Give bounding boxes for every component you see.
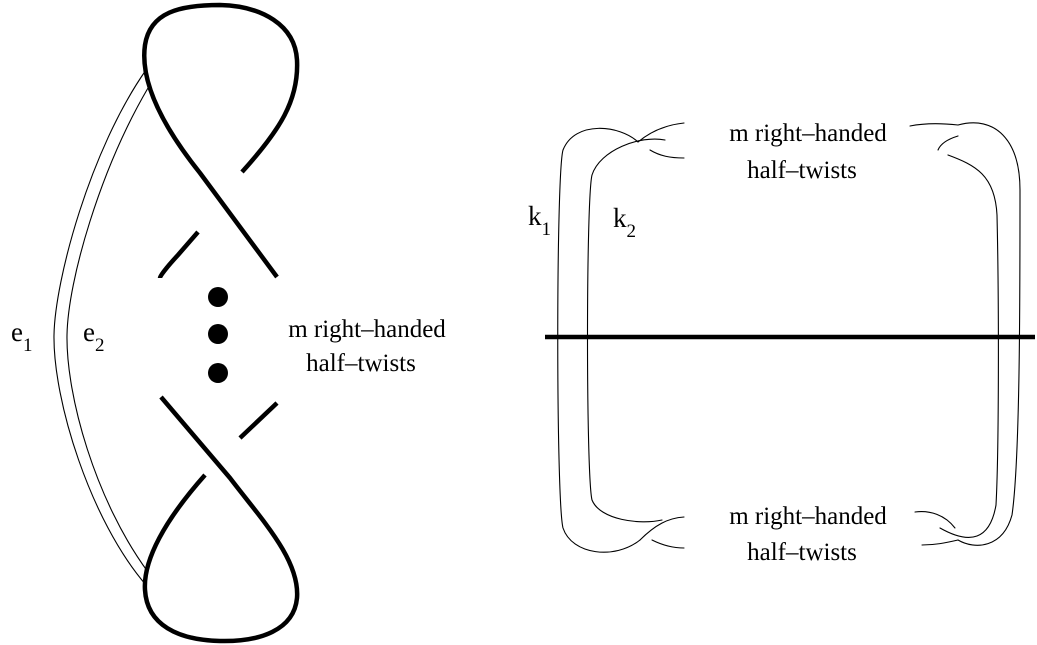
knot-k1-right-strand xyxy=(957,122,1021,546)
bottom-twist-label-line2: half–twists xyxy=(747,539,857,566)
edge-e2-base: e xyxy=(83,317,95,347)
knot-k1-label: k1 xyxy=(528,201,551,240)
knot-k2-left-strand xyxy=(586,138,666,523)
bottom-twist-label-line1: m right–handed xyxy=(729,503,887,530)
bottom-loop-strand xyxy=(142,395,300,644)
top-twist-label-line2: half–twists xyxy=(747,157,857,184)
knot-k1-base: k xyxy=(528,201,542,231)
left-twisted-knot-diagram: e1 e2 m right–handed half–twists xyxy=(11,2,446,644)
edge-e2-label: e2 xyxy=(83,317,104,356)
knot-k1-subscript: 1 xyxy=(542,219,552,240)
edge-e1 xyxy=(53,69,147,586)
top-twist-label-line1: m right–handed xyxy=(729,120,887,147)
edge-e1-base: e xyxy=(11,317,23,347)
bottom-twist-right-curve xyxy=(914,511,956,529)
knot-k2-subscript: 2 xyxy=(627,221,637,242)
top-twist-left-curve xyxy=(637,122,685,143)
knot-k2-base: k xyxy=(613,203,627,233)
bottom-twist-left-curve-2 xyxy=(651,539,685,549)
top-twist-right-curve-2 xyxy=(937,135,959,151)
knot-k1-left-strand xyxy=(557,127,641,553)
top-twist-right-curve xyxy=(909,123,959,127)
twist-dot xyxy=(208,363,228,383)
edge-e1-label: e1 xyxy=(11,317,32,356)
edge-e2-subscript: 2 xyxy=(95,335,105,356)
twist-dot xyxy=(208,324,228,344)
top-loop-strand xyxy=(142,2,300,279)
left-twist-label-line1: m right–handed xyxy=(288,316,446,343)
top-crossing-under-strand xyxy=(157,230,200,279)
twist-dot xyxy=(208,287,228,307)
bottom-twist-right-curve-2 xyxy=(921,539,959,546)
edge-e1-subscript: 1 xyxy=(23,335,33,356)
bottom-crossing-under-strand xyxy=(238,401,279,440)
edge-e2 xyxy=(66,87,149,573)
knot-k2-right-strand xyxy=(939,154,999,538)
right-link-diagram: k1 k2 m right–handed half–twists m right… xyxy=(528,120,1035,566)
knot-k2-label: k2 xyxy=(613,203,636,242)
left-twist-label-line2: half–twists xyxy=(306,350,416,377)
top-twist-left-curve-2 xyxy=(649,149,685,159)
bottom-twist-left-curve xyxy=(639,516,685,541)
